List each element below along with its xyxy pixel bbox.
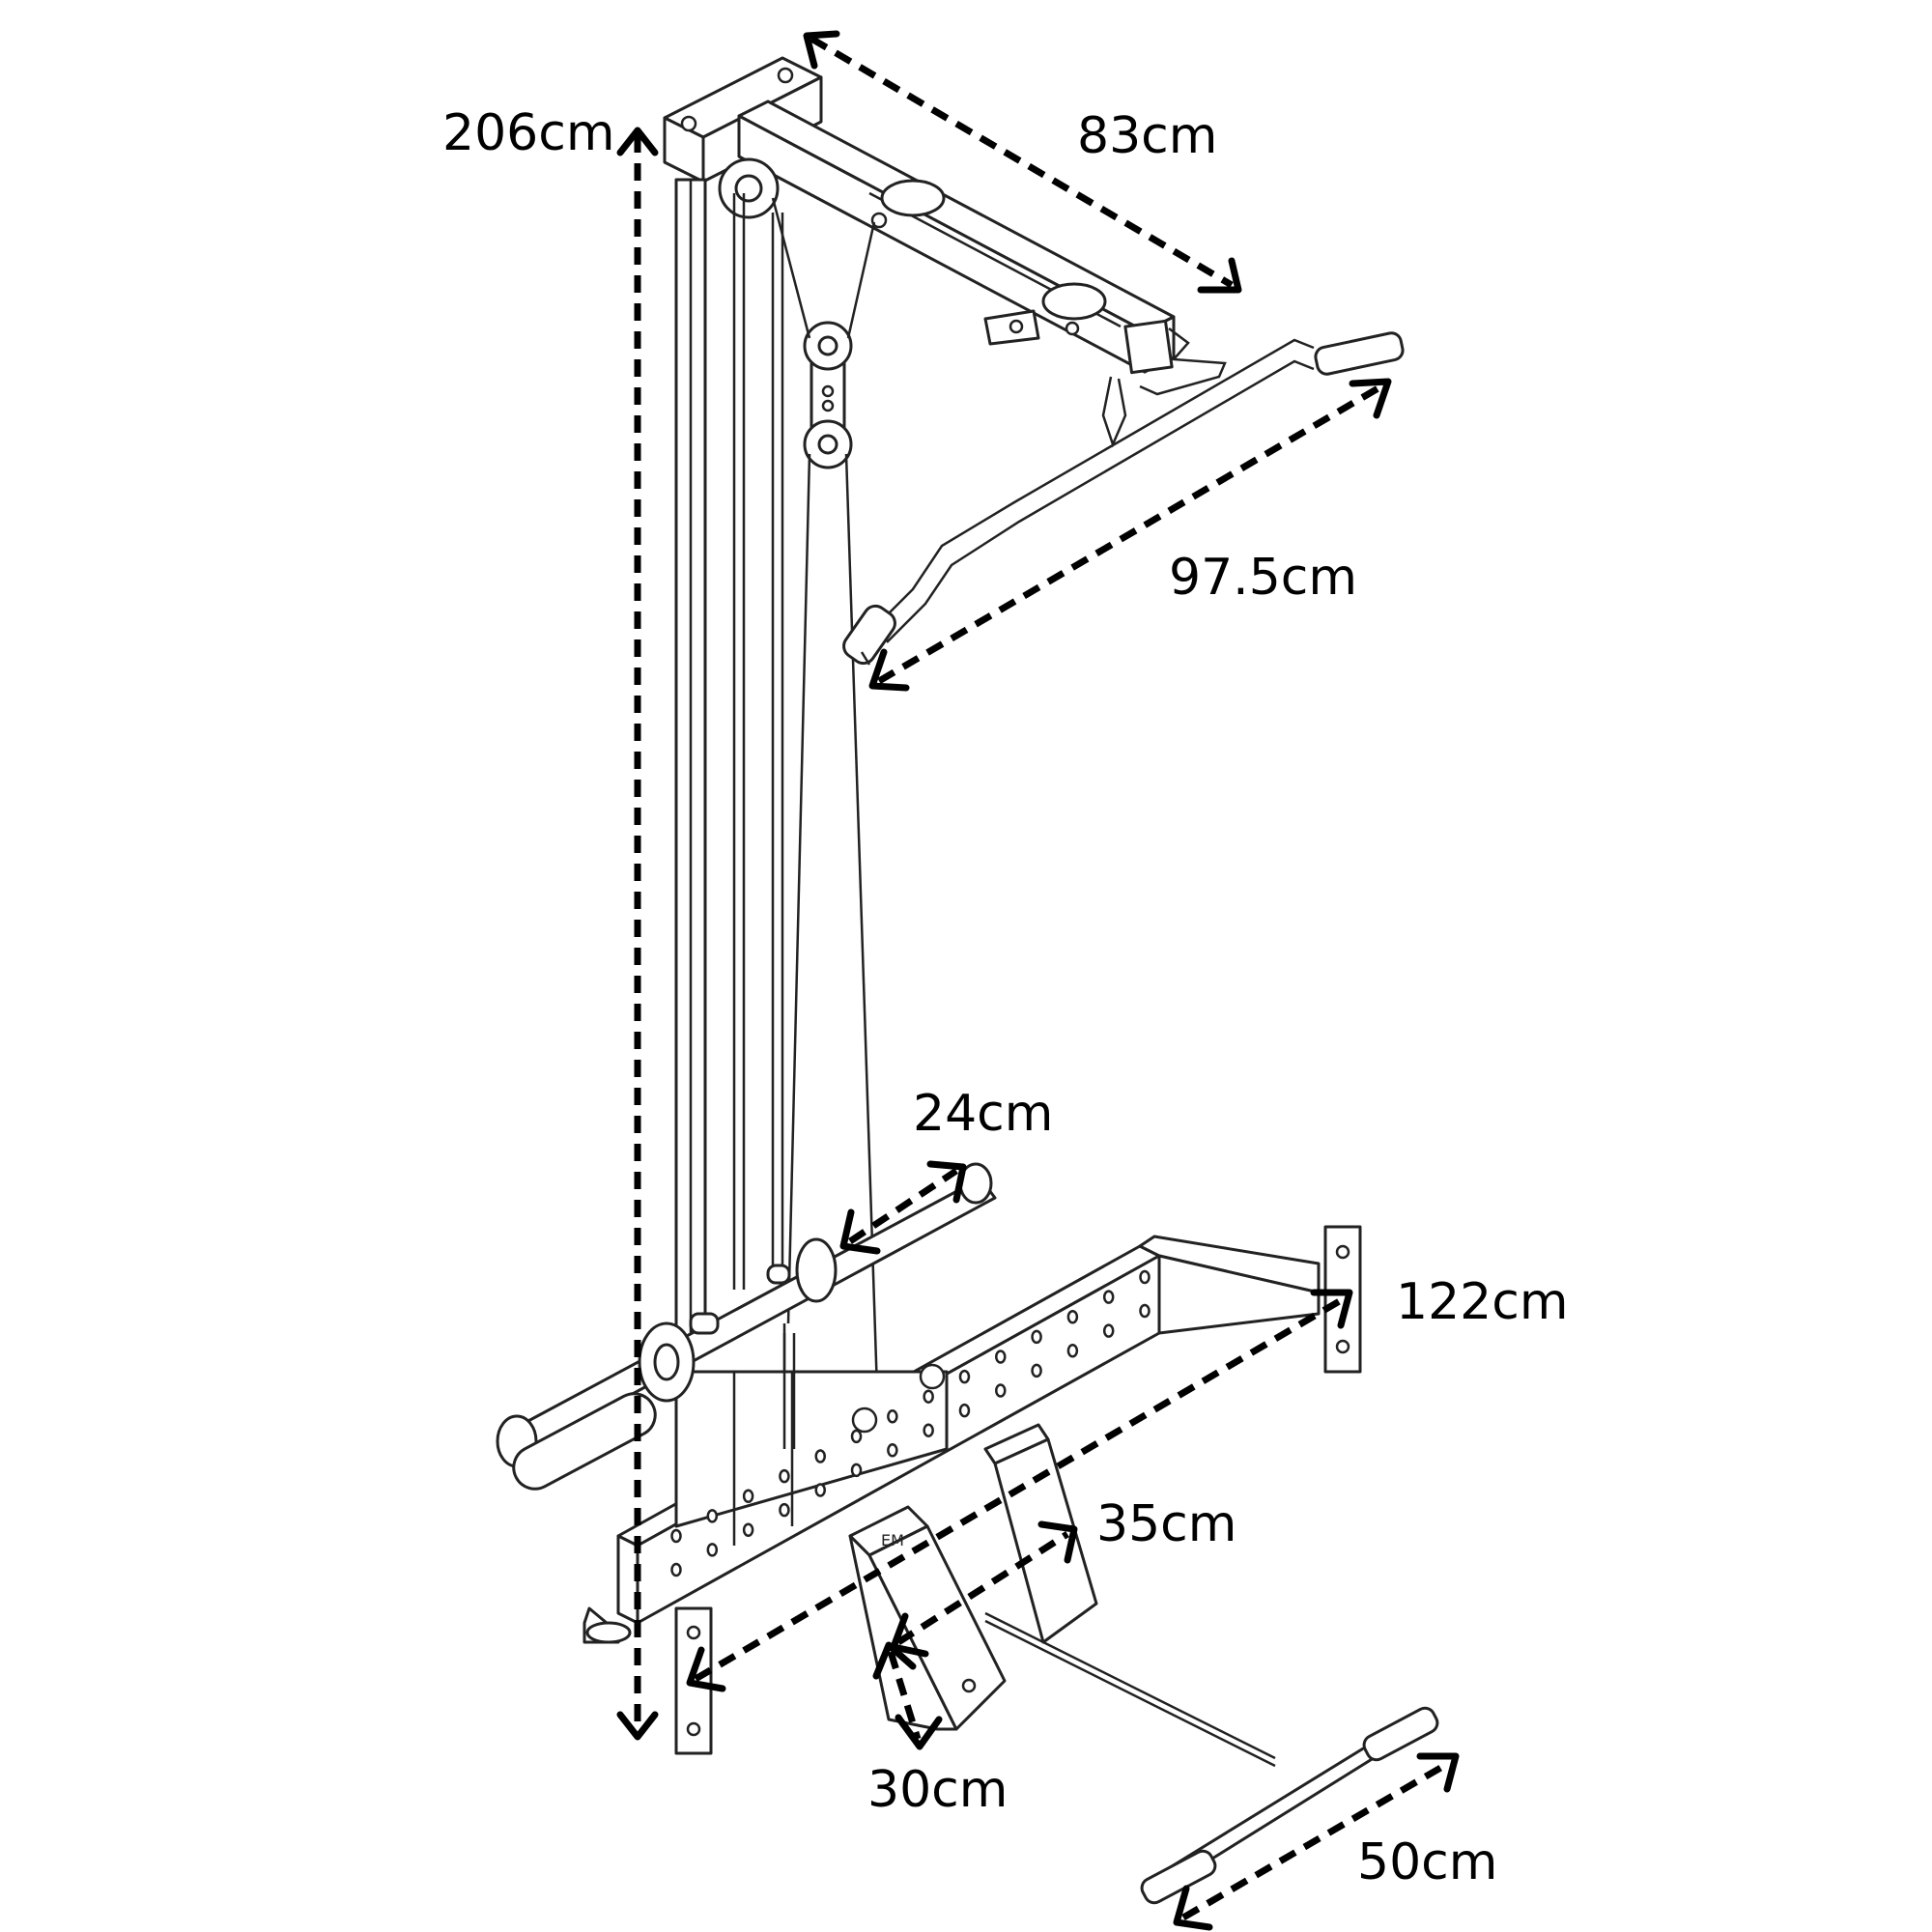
beam-hole [995,1383,1007,1398]
beam-hole [923,1423,934,1437]
beam-hole [706,1543,719,1557]
base-frame [582,1225,1362,1755]
beam-hole [742,1489,754,1504]
machine-drawing: EM [496,56,1439,1905]
dimension-line-height [616,127,659,1741]
beam-hole [1102,1323,1115,1338]
beam-hole [1139,1269,1151,1285]
dimension-line-row-handle [1173,1752,1460,1931]
label-top-arm: 83cm [1077,107,1217,165]
label-base-width: 122cm [1396,1273,1569,1331]
beam-holes [670,1269,1151,1577]
label-height: 206cm [442,104,615,162]
beam-hole [1066,1343,1079,1358]
dimension-line-top-arm [803,30,1242,294]
beam-hole [995,1350,1007,1364]
beam-hole [887,1443,898,1458]
dimension-line-footplate-depth [872,1641,943,1750]
beam-hole [814,1483,826,1497]
beam-hole [670,1562,682,1577]
dimension-line-lat-bar [868,378,1392,692]
main-upright [674,178,784,1341]
svg-text:EM: EM [881,1531,904,1549]
dimension-labels: 206cm 83cm 97.5cm 24cm 122cm 35cm 30cm 5… [442,104,1569,1891]
beam-hole [706,1509,719,1523]
beam-hole [958,1403,971,1418]
beam-hole [850,1429,863,1444]
row-handle [984,1611,1439,1905]
beam-hole [1102,1290,1115,1304]
dimension-lines [616,30,1460,1931]
lat-bar [842,331,1405,666]
beam-hole [1031,1363,1042,1378]
beam-hole [923,1389,934,1404]
beam-hole [814,1449,826,1463]
beam-hole [1139,1303,1151,1319]
label-pivot-pin: 24cm [913,1085,1053,1143]
floating-pulley-block [803,321,853,469]
top-arm [718,99,1227,448]
beam-hole [670,1528,682,1544]
beam-hole [850,1463,863,1478]
beam-hole [779,1502,790,1518]
label-lat-bar: 97.5cm [1169,549,1357,607]
label-row-handle: 50cm [1357,1833,1497,1891]
dimension-line-pivot-pin [839,1160,967,1255]
beam-hole [887,1409,898,1424]
beam-hole [779,1468,790,1484]
beam-hole [1066,1309,1079,1324]
beam-hole [958,1369,971,1384]
beam-hole [1031,1329,1042,1345]
label-footplate-depth: 30cm [867,1761,1008,1819]
label-footplate-width: 35cm [1096,1495,1236,1553]
dimension-line-base-width [686,1289,1353,1692]
beam-hole [742,1522,754,1538]
